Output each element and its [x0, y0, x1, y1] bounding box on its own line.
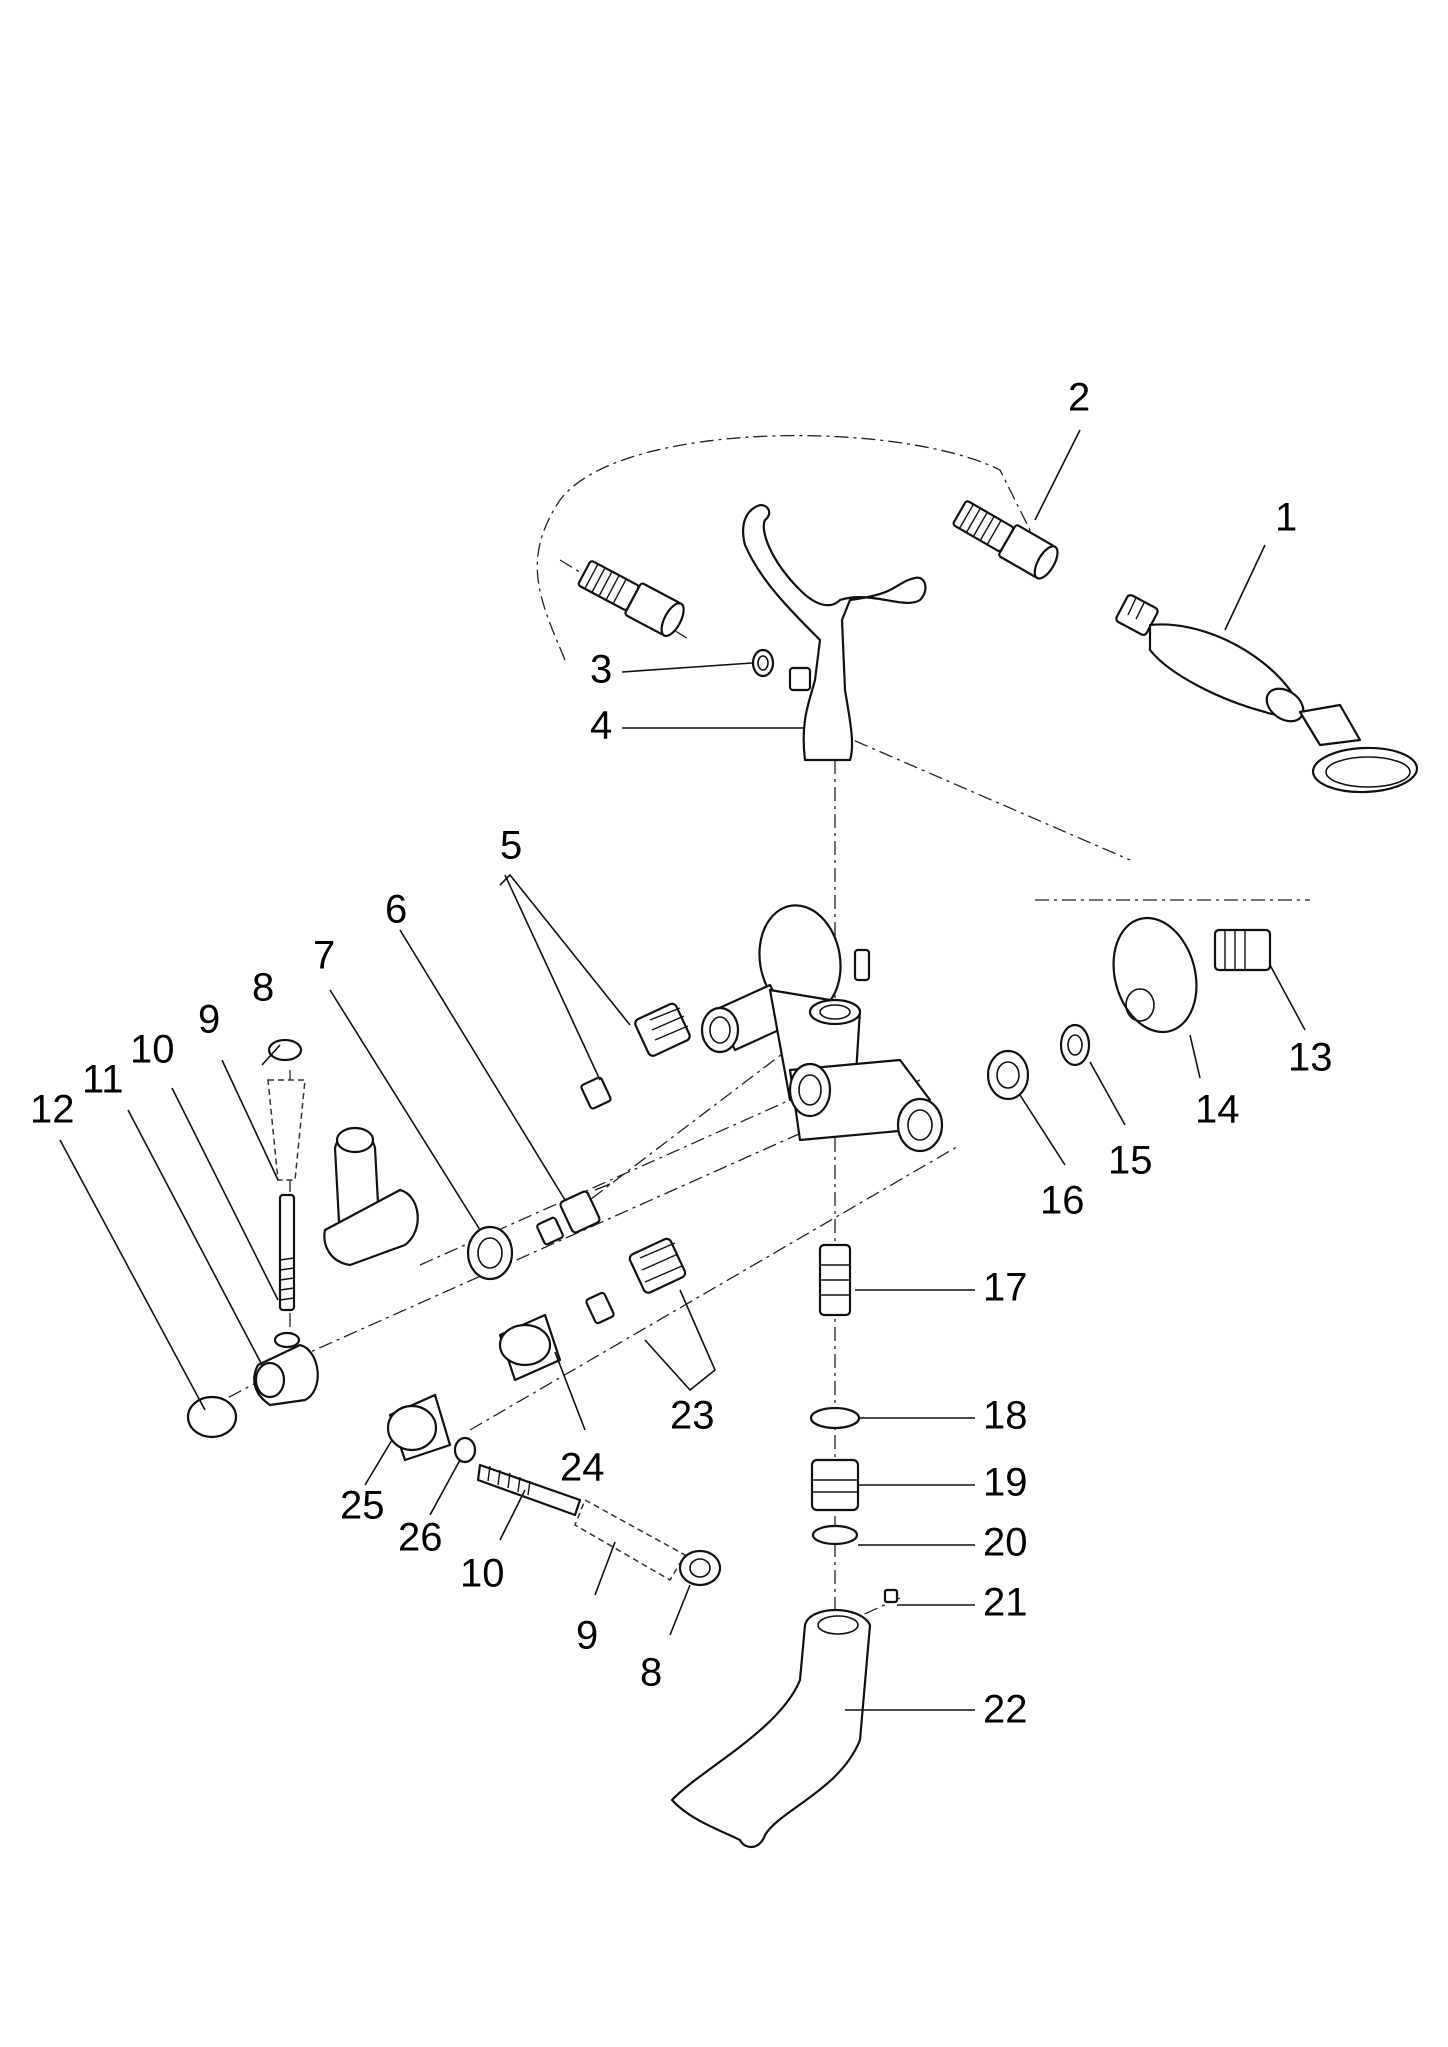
callout-7: 7 — [313, 934, 335, 978]
leader-lines — [59, 429, 1306, 1711]
mixer-body — [700, 904, 944, 1153]
diverter-stack — [670, 1243, 899, 1848]
callout-15: 15 — [1108, 1139, 1153, 1183]
callout-25: 25 — [340, 1484, 385, 1528]
callout-23: 23 — [670, 1394, 715, 1438]
callout-11: 11 — [82, 1058, 124, 1102]
callout-labels: 1 2 3 4 5 6 7 8 9 10 11 12 13 14 15 16 1… — [30, 376, 1333, 1732]
callout-24: 24 — [560, 1446, 605, 1490]
callout-26: 26 — [398, 1516, 443, 1560]
callout-22: 22 — [983, 1688, 1028, 1732]
cartridge-23 — [585, 1237, 687, 1325]
nut-7 — [466, 1225, 514, 1281]
cartridge-5 — [580, 1002, 691, 1110]
callout-19: 19 — [983, 1461, 1028, 1505]
callout-2: 2 — [1068, 376, 1090, 420]
lever-handle-left — [186, 1038, 419, 1439]
callout-13: 13 — [1288, 1036, 1333, 1080]
shower-hose — [577, 500, 1059, 638]
callout-6: 6 — [385, 888, 407, 932]
cartridge-6 — [536, 1183, 611, 1246]
callout-17: 17 — [983, 1266, 1028, 1310]
callout-5: 5 — [500, 824, 522, 868]
callout-8-left: 8 — [252, 966, 274, 1010]
hook-holder — [742, 503, 927, 762]
callout-18: 18 — [983, 1394, 1028, 1438]
callout-3: 3 — [590, 648, 612, 692]
callout-12: 12 — [30, 1088, 75, 1132]
hand-shower — [1115, 594, 1419, 794]
callout-16: 16 — [1040, 1179, 1085, 1223]
callout-10-left: 10 — [130, 1028, 175, 1072]
callout-9-front: 9 — [576, 1614, 598, 1658]
callout-4: 4 — [590, 704, 612, 748]
wall-connection — [986, 916, 1272, 1101]
callout-1: 1 — [1275, 496, 1297, 540]
lever-handle-front — [386, 1313, 722, 1587]
washer-3 — [751, 648, 775, 678]
callout-21: 21 — [983, 1581, 1028, 1625]
callout-14: 14 — [1195, 1088, 1240, 1132]
assembly-axes — [204, 434, 1310, 1626]
callout-8-front: 8 — [640, 1651, 662, 1695]
callout-9-left: 9 — [198, 998, 220, 1042]
callout-20: 20 — [983, 1521, 1028, 1565]
callout-10-front: 10 — [460, 1552, 505, 1596]
